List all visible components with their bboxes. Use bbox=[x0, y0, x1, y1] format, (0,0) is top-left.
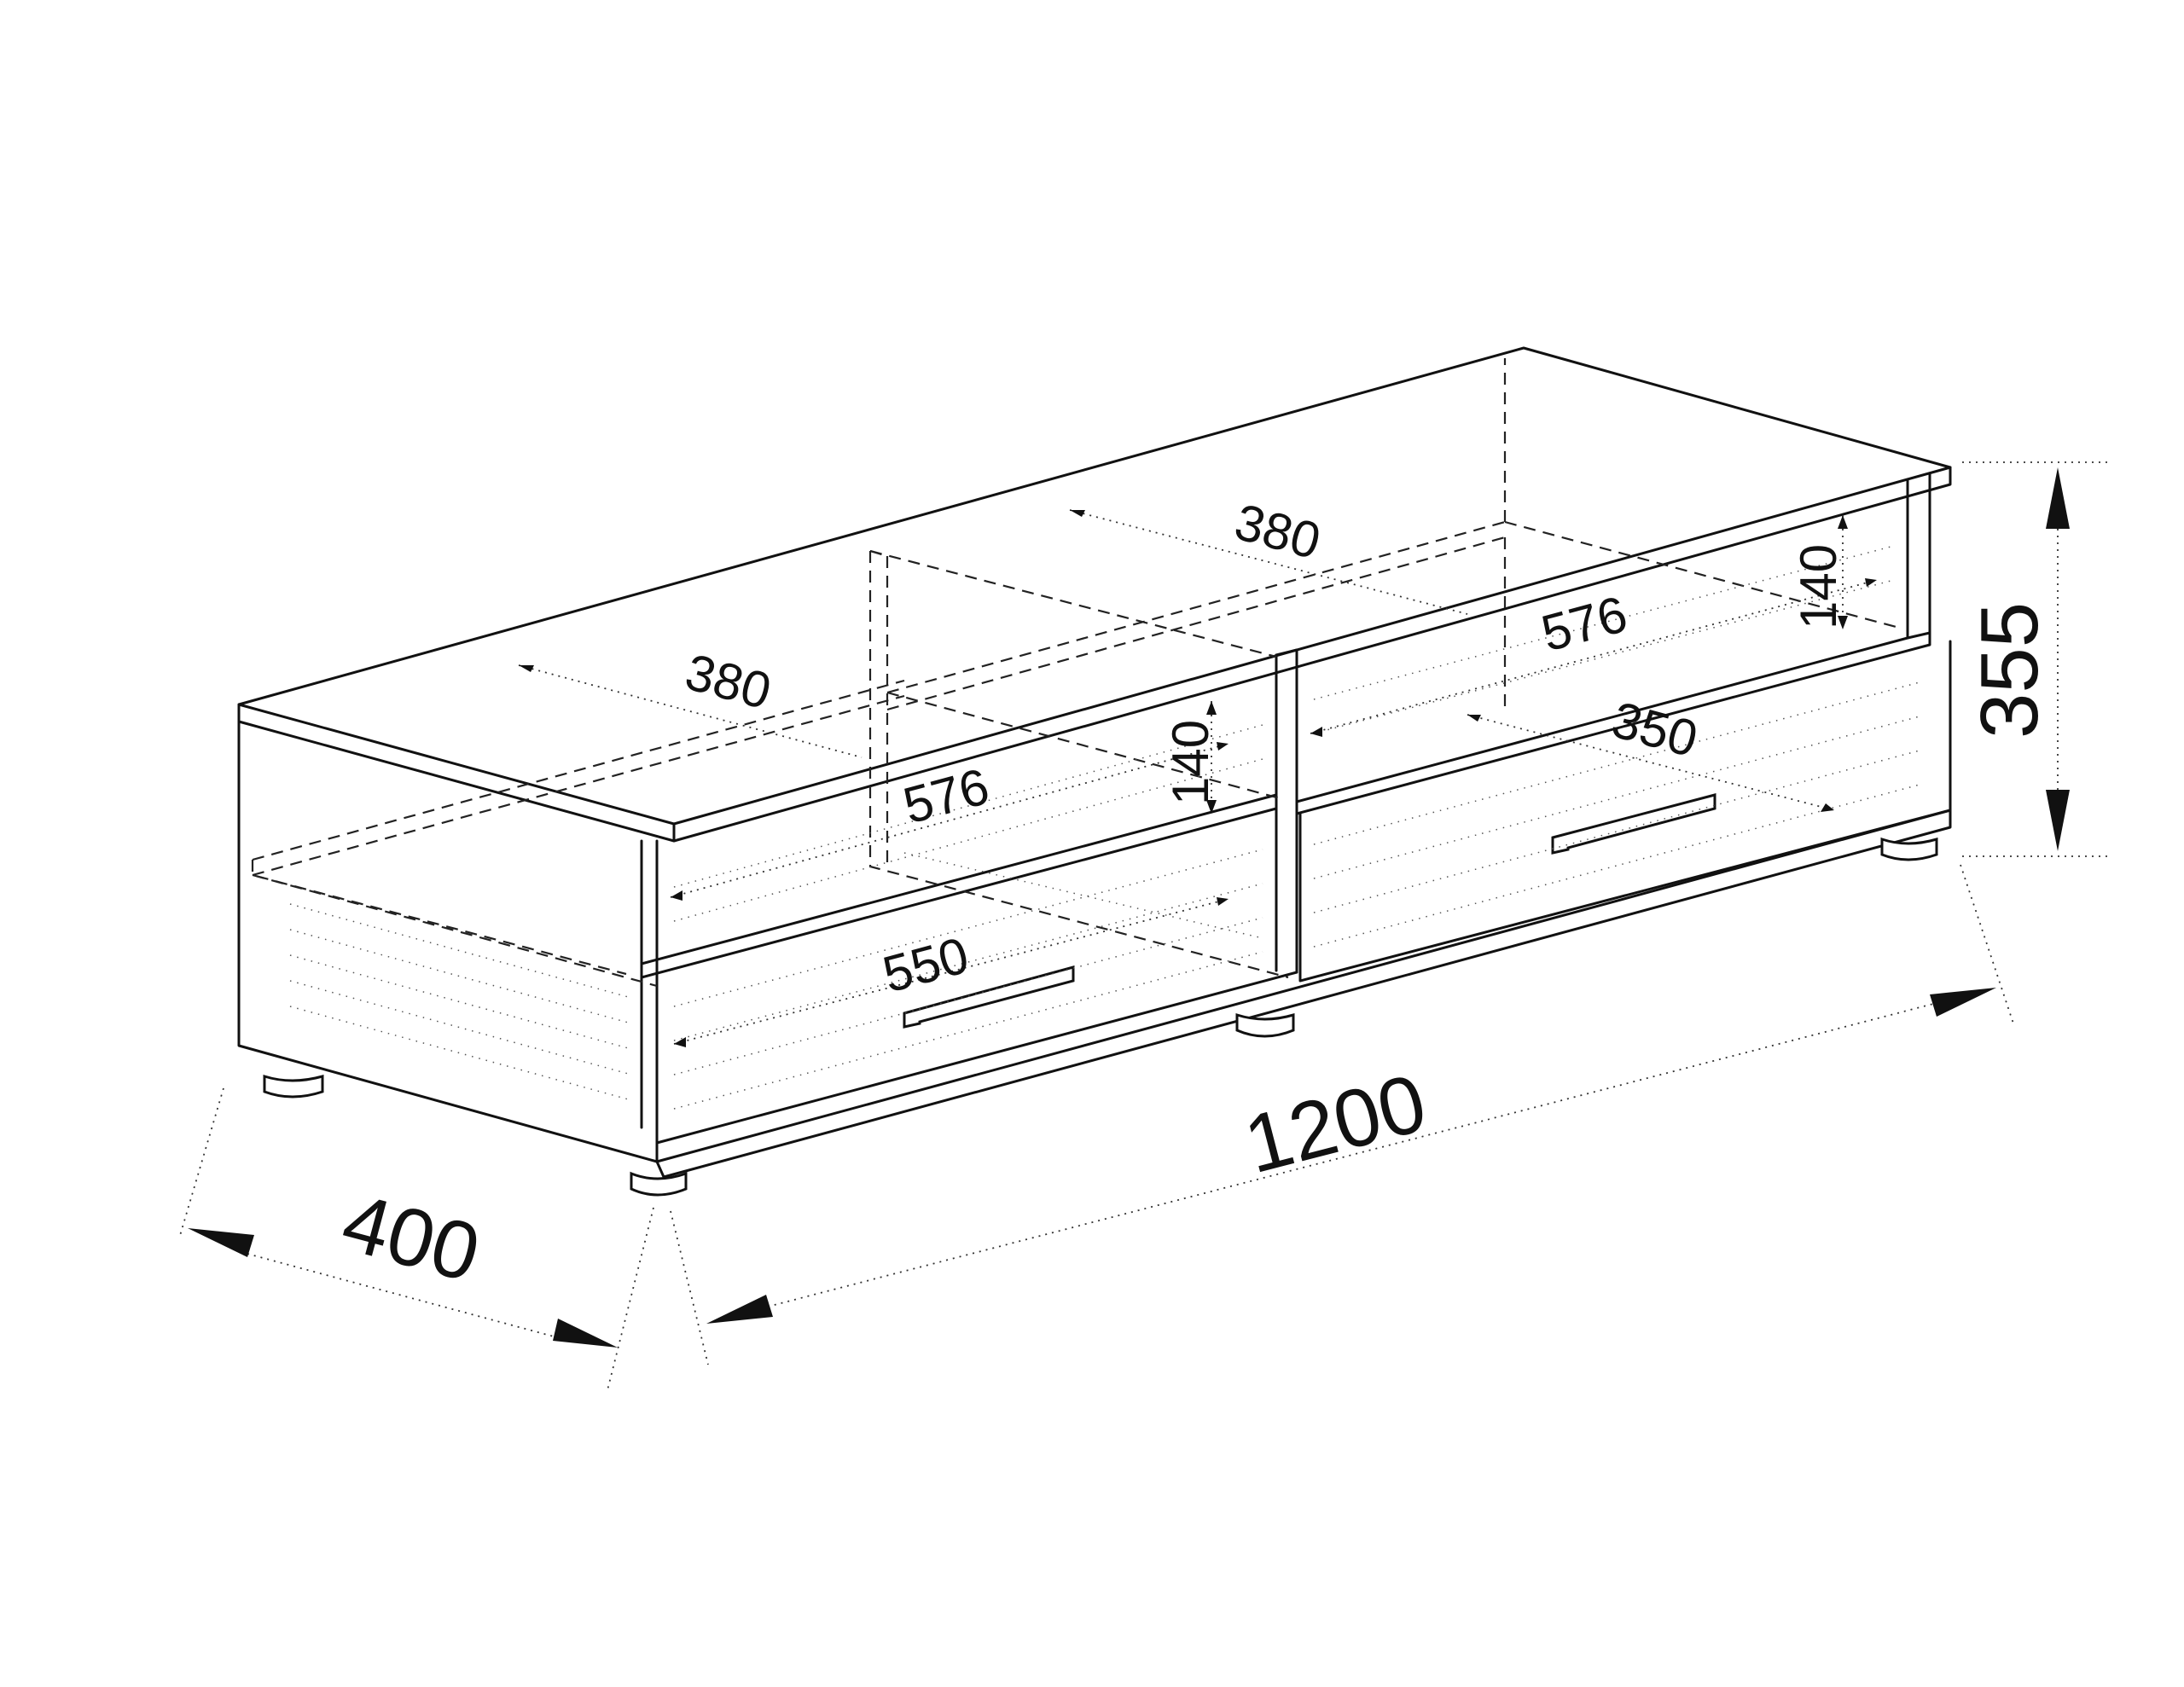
height-arrow-bottom bbox=[2046, 790, 2070, 851]
label-overall-height: 355 bbox=[1964, 602, 2055, 739]
depth-arrow-left bbox=[188, 1228, 254, 1257]
dimension-height bbox=[1962, 461, 2107, 857]
left-drawer bbox=[640, 793, 1298, 1145]
height-arrow-top bbox=[2046, 467, 2070, 529]
right-drawer bbox=[1295, 631, 1952, 983]
bottom-plinth bbox=[655, 809, 1952, 1179]
top-panel bbox=[237, 346, 1952, 843]
label-right-shelf-depth: 380 bbox=[1229, 493, 1327, 571]
internal-dimension-lines bbox=[518, 509, 1878, 1047]
width-arrow-right bbox=[1930, 988, 1996, 1017]
dimension-depth bbox=[178, 1087, 654, 1391]
right-side-panel bbox=[1906, 472, 1931, 640]
dotted-interior bbox=[289, 545, 1920, 1110]
label-left-shelf-height: 140 bbox=[1162, 720, 1219, 805]
foot-middle bbox=[1235, 1012, 1295, 1038]
left-drawer-handle bbox=[903, 965, 1075, 1029]
right-drawer-handle bbox=[1551, 793, 1716, 855]
foot-back-left bbox=[263, 1074, 324, 1099]
dimension-width bbox=[670, 864, 2014, 1365]
label-overall-depth: 400 bbox=[334, 1176, 489, 1300]
width-arrow-left bbox=[706, 1295, 773, 1324]
depth-arrow-right bbox=[553, 1319, 618, 1348]
label-right-drawer-depth: 350 bbox=[1606, 691, 1704, 768]
feet bbox=[263, 837, 1938, 1197]
label-left-shelf-depth: 380 bbox=[680, 643, 777, 721]
middle-divider bbox=[1275, 648, 1298, 974]
foot-front-right bbox=[1880, 837, 1938, 861]
foot-front-left bbox=[630, 1171, 688, 1197]
label-overall-width: 1200 bbox=[1235, 1057, 1435, 1191]
dimension-labels: 1200 400 355 380 380 576 576 140 140 550… bbox=[334, 493, 2055, 1300]
label-left-drawer-width: 550 bbox=[877, 926, 974, 1004]
label-right-shelf-height: 140 bbox=[1790, 544, 1847, 629]
label-left-shelf-width: 576 bbox=[897, 757, 995, 835]
